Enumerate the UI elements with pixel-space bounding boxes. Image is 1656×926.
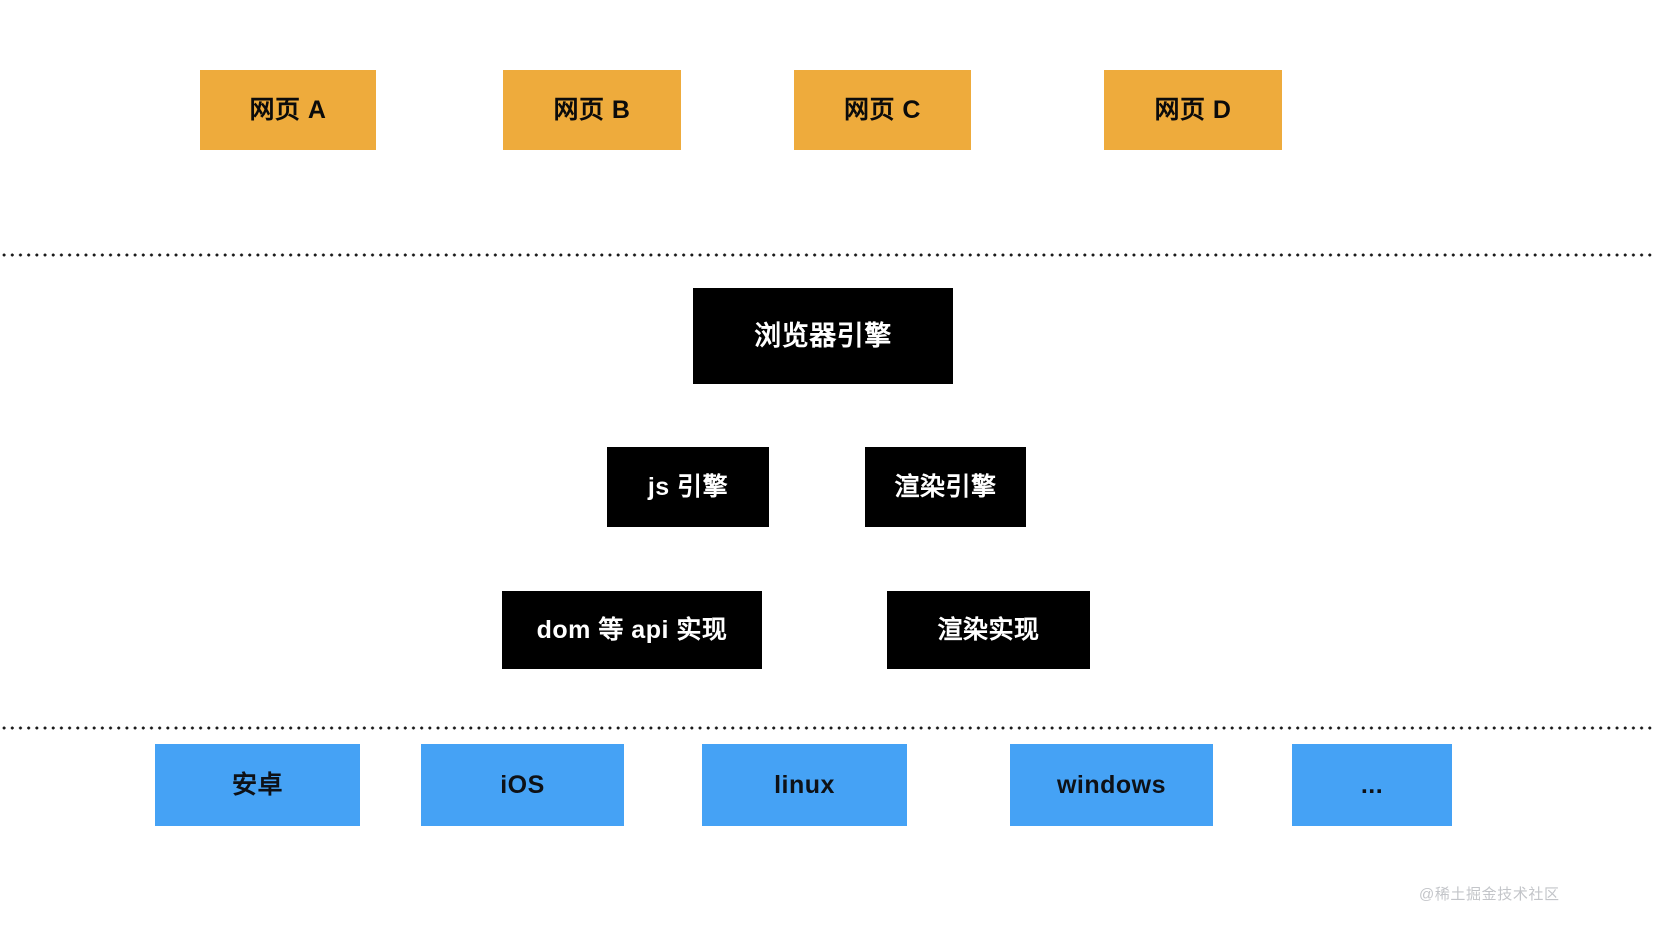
node-label: js 引擎 xyxy=(647,473,729,501)
node-platforms-4: ... xyxy=(1292,744,1452,826)
node-label: windows xyxy=(1056,771,1167,799)
node-platforms-0: 安卓 xyxy=(155,744,360,826)
node-browser-engine-4: 渲染实现 xyxy=(887,591,1090,669)
node-label: 网页 A xyxy=(249,96,327,124)
node-label: dom 等 api 实现 xyxy=(536,616,728,644)
node-label: 安卓 xyxy=(231,771,283,799)
node-platforms-1: iOS xyxy=(421,744,624,826)
divider-bottom xyxy=(0,726,1656,730)
node-label: 网页 B xyxy=(553,96,631,124)
node-platforms-2: linux xyxy=(702,744,907,826)
node-label: 网页 C xyxy=(843,96,921,124)
node-browser-engine-0: 浏览器引擎 xyxy=(693,288,953,384)
node-web-pages-0: 网页 A xyxy=(200,70,376,150)
divider-top xyxy=(0,253,1656,257)
node-browser-engine-3: dom 等 api 实现 xyxy=(502,591,762,669)
node-browser-engine-1: js 引擎 xyxy=(607,447,769,527)
node-browser-engine-2: 渲染引擎 xyxy=(865,447,1026,527)
node-label: 渲染实现 xyxy=(937,616,1040,644)
node-label: iOS xyxy=(500,771,545,799)
node-platforms-3: windows xyxy=(1010,744,1213,826)
node-web-pages-3: 网页 D xyxy=(1104,70,1282,150)
node-web-pages-2: 网页 C xyxy=(794,70,971,150)
node-label: ... xyxy=(1360,771,1384,799)
node-label: 网页 D xyxy=(1154,96,1232,124)
node-label: linux xyxy=(774,771,835,799)
node-web-pages-1: 网页 B xyxy=(503,70,681,150)
watermark: @稀土掘金技术社区 xyxy=(1419,886,1560,903)
node-label: 渲染引擎 xyxy=(894,473,997,501)
node-label: 浏览器引擎 xyxy=(754,320,892,351)
